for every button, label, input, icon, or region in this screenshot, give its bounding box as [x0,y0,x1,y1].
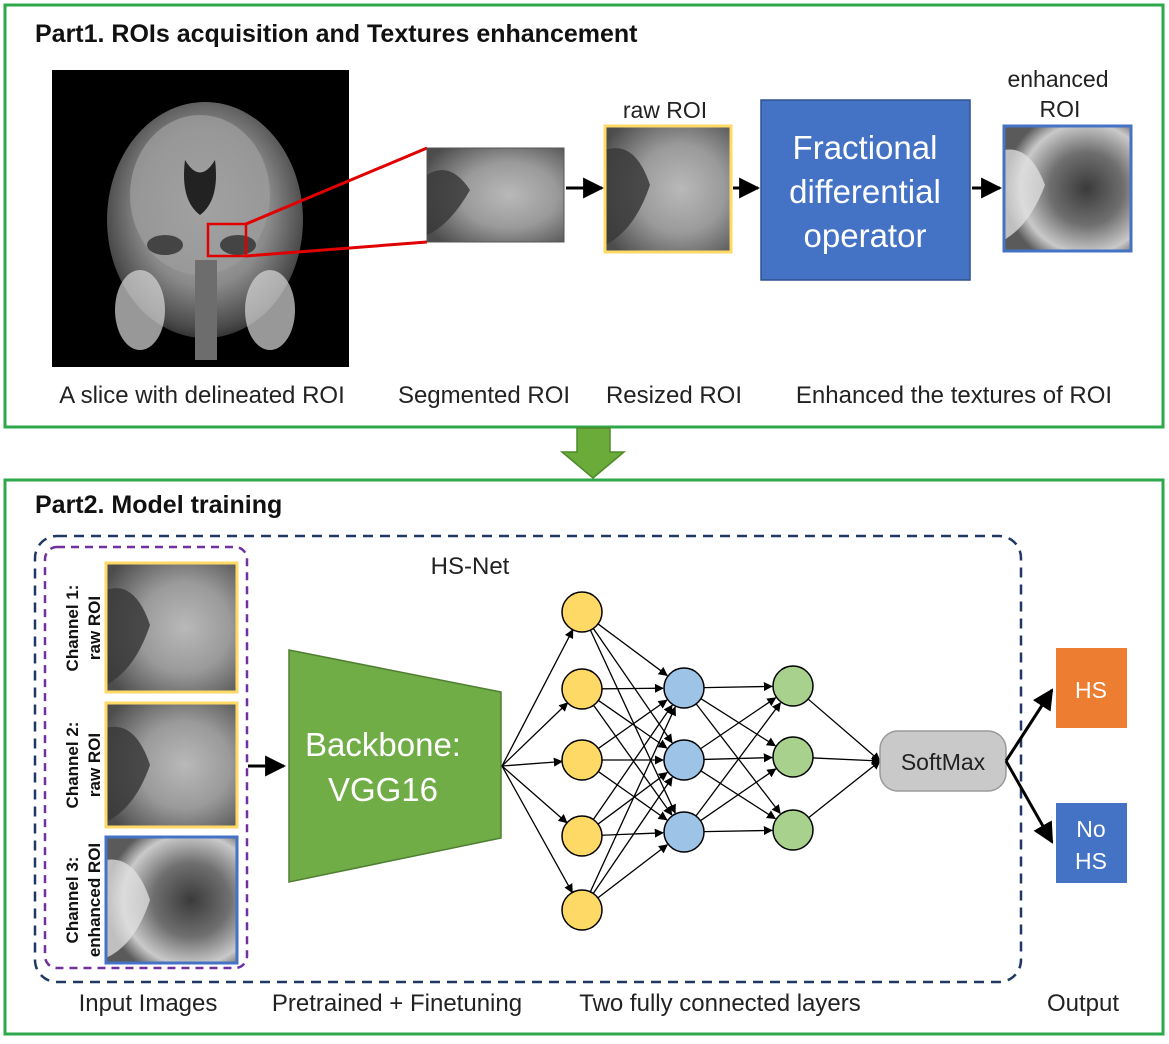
mri-slice-image [52,70,349,367]
channel3-label-line2: enhanced ROI [85,843,104,957]
edge-backbone-to-l1-3 [501,765,568,824]
down-arrow [559,427,627,479]
edge-layer1-0-to-layer2-1 [592,628,673,744]
edge-l3-to-softmax-1 [812,756,881,766]
softmax-block: SoftMax [879,730,1007,792]
channel3-label-line1: Channel 3: [63,857,82,944]
operator-label-line3: operator [804,217,927,254]
channel1-image [104,561,239,694]
channel1-label-line2: raw ROI [85,596,104,660]
hsnet-boundary [33,534,1023,984]
layer2-node-2 [663,811,705,853]
backbone-label-line2: VGG16 [328,771,438,808]
edge-l3-to-softmax-0 [807,698,881,762]
backbone-label-line1: Backbone: [305,726,461,763]
edge-layer2-2-to-layer3-0 [695,702,781,817]
part2-frame [3,478,1165,1036]
edge-layer1-4-to-layer2-2 [597,844,669,899]
layer1-node-2 [561,739,603,781]
enhanced-roi-label-line1: enhanced [1007,66,1108,92]
edge-layer2-2-to-layer3-2 [703,825,773,836]
caption-enhanced: Enhanced the textures of ROI [796,382,1112,409]
layer1-node-1 [561,668,603,710]
edge-backbone-to-l1-1 [501,702,569,767]
channel3-label: Channel 3: enhanced ROI [63,843,104,957]
zoom-line-bottom [245,240,428,258]
edge-layer2-1-to-layer3-0 [700,697,777,750]
caption-segmented: Segmented ROI [398,382,570,409]
edge-layer1-0-to-layer2-2 [589,629,676,814]
channel2-image [104,701,239,829]
part1-frame [3,3,1165,429]
layer2-node-1 [663,739,705,781]
zoom-line-top [245,146,428,226]
channel2-label-line1: Channel 2: [63,722,82,809]
caption-pretrained: Pretrained + Finetuning [272,990,522,1017]
edge-backbone-to-l1-4 [501,765,573,894]
layer3-node-0 [772,665,814,707]
output-no-hs-box: No HS [1056,803,1127,883]
arrow-to-hs [1004,688,1054,762]
caption-resized: Resized ROI [606,382,742,409]
channel1-label-line1: Channel 1: [63,585,82,672]
raw-roi-label: raw ROI [623,97,707,123]
caption-fc-layers: Two fully connected layers [579,990,860,1017]
layer1-node-0 [561,591,603,633]
caption-slice: A slice with delineated ROI [59,382,344,409]
edge-layer2-1-to-layer3-1 [703,753,773,763]
channel3-image [104,835,239,965]
operator-label-line2: differential [789,173,941,210]
delineated-roi-box [206,222,248,258]
hsnet-label: HS-Net [431,553,510,580]
edge-backbone-to-l1-0 [501,628,574,767]
edge-layer2-0-to-layer3-0 [703,681,773,692]
operator-label-line1: Fractional [793,129,938,166]
edge-layer1-1-to-layer2-0 [601,683,664,693]
layer3-node-2 [772,809,814,851]
layer1-node-3 [561,815,603,857]
output-hs-label: HS [1075,677,1107,703]
backbone-block: Backbone: VGG16 [288,649,502,883]
enhanced-roi-label-line2: ROI [1040,96,1081,122]
channel2-label-line2: raw ROI [85,733,104,797]
enhanced-roi-image [1002,124,1133,253]
edge-layer1-3-to-layer2-1 [597,772,668,825]
softmax-label: SoftMax [901,749,986,775]
edge-backbone-to-l1-2 [501,757,563,767]
network-connections [501,623,881,899]
edge-layer1-3-to-layer2-2 [601,828,664,838]
segmented-roi-image [426,147,565,243]
network-nodes [561,591,814,931]
layer2-node-0 [663,667,705,709]
fractional-operator-box: Fractional differential operator [760,99,971,281]
layer3-node-1 [772,736,814,778]
edge-layer1-4-to-layer2-0 [589,706,676,893]
output-hs-box: HS [1056,648,1127,728]
part2-title: Part2. Model training [35,491,282,519]
caption-output: Output [1047,990,1119,1017]
edge-layer1-2-to-layer2-2 [597,771,668,821]
edge-layer1-0-to-layer2-0 [597,623,668,676]
layer1-node-4 [561,889,603,931]
edge-layer2-0-to-layer3-1 [700,698,777,747]
resized-roi-image [603,124,733,254]
output-no-hs-label-line1: No [1076,816,1105,842]
channel2-label: Channel 2: raw ROI [63,722,104,809]
edge-layer1-3-to-layer2-0 [592,704,673,820]
output-no-hs-label-line2: HS [1075,848,1107,874]
caption-input-images: Input Images [79,990,218,1017]
part1-title: Part1. ROIs acquisition and Textures enh… [35,20,638,48]
edge-layer1-4-to-layer2-1 [592,776,673,894]
input-images-boundary [43,545,249,970]
edge-l3-to-softmax-2 [808,760,881,819]
arrow-to-no-hs [1004,760,1054,844]
edge-layer2-2-to-layer3-1 [700,768,777,822]
channel1-label: Channel 1: raw ROI [63,585,104,672]
edge-layer1-2-to-layer2-0 [597,699,668,749]
